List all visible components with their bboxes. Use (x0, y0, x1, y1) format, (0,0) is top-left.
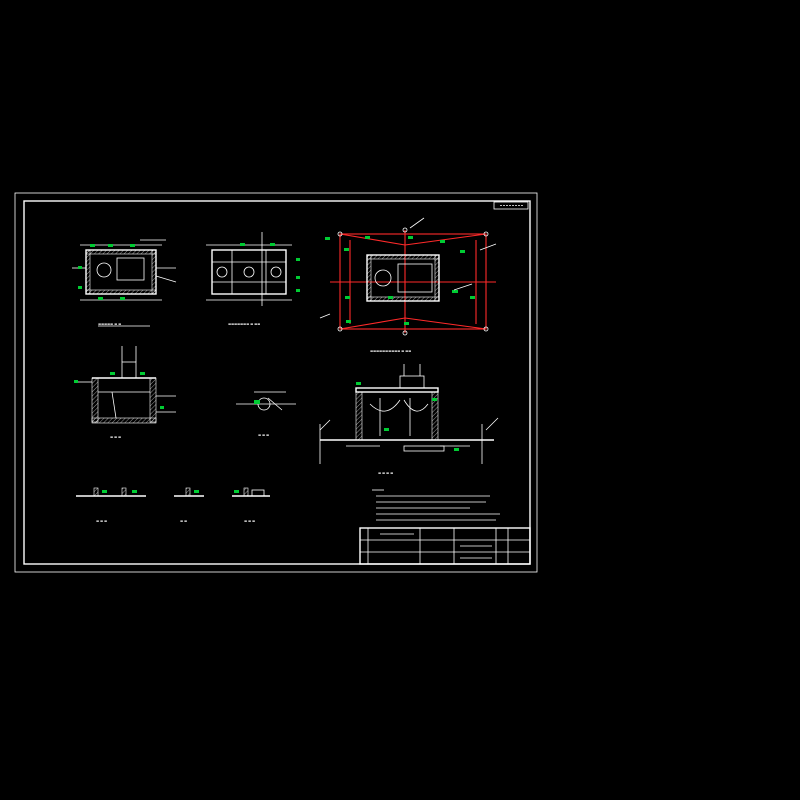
svg-text:▬ ▬ ▬: ▬ ▬ ▬ (110, 435, 121, 439)
title-block (359, 527, 531, 565)
section-1-1-view: ▬ ▬ ▬ (74, 346, 176, 439)
outer-frame (14, 192, 538, 573)
drawing-number-tag (493, 201, 529, 210)
svg-text:▬ ▬: ▬ ▬ (180, 519, 187, 523)
svg-text:▬ ▬ ▬: ▬ ▬ ▬ (96, 519, 107, 523)
section-c-c-view: ▬ ▬ ▬ (232, 487, 270, 523)
svg-text:▬ ▬ ▬: ▬ ▬ ▬ (244, 519, 255, 523)
svg-text:▬▬▬▬▬▬▬ ▬ ▬▬: ▬▬▬▬▬▬▬ ▬ ▬▬ (228, 322, 260, 326)
notes-block (372, 489, 500, 521)
floor-plan-view: ▬▬▬▬▬ ▬ ▬ (72, 239, 177, 327)
detail-node-view: ▬ ▬ ▬ (236, 391, 296, 437)
top-plan-view: ▬▬▬▬▬▬▬ ▬ ▬▬ (206, 232, 300, 326)
svg-text:▬ ▬ ▬ ▬: ▬ ▬ ▬ ▬ (378, 471, 393, 475)
section-a-a-view: ▬ ▬ ▬ (76, 487, 146, 523)
pipe-layout-view: ▬▬▬▬▬▬▬▬▬▬ ▬ ▬▬ (319, 217, 497, 353)
svg-text:▬▬▬▬▬▬▬▬▬▬ ▬ ▬▬: ▬▬▬▬▬▬▬▬▬▬ ▬ ▬▬ (370, 349, 411, 353)
svg-text:▬ ▬ ▬: ▬ ▬ ▬ (258, 433, 269, 437)
detail-b-view: ▬ ▬ (174, 487, 204, 523)
inner-frame (23, 200, 531, 565)
svg-text:▬▬▬▬▬ ▬ ▬: ▬▬▬▬▬ ▬ ▬ (98, 322, 121, 326)
section-2-2-view: ▬ ▬ ▬ ▬ (319, 364, 499, 475)
